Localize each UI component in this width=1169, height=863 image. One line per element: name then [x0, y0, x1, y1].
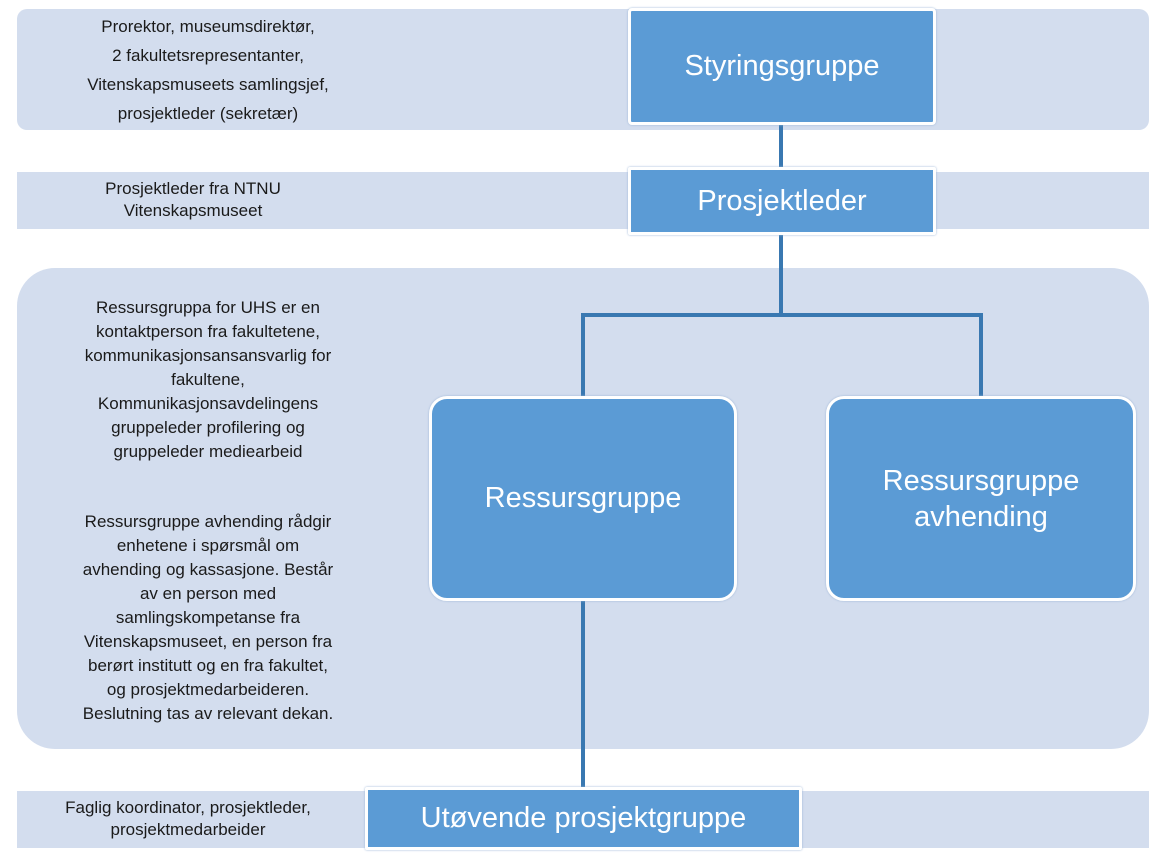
manager-description: Prosjektleder fra NTNU Vitenskapsmuseet — [105, 179, 281, 220]
steering-description: Prorektor, museumsdirektør, 2 fakultetsr… — [87, 17, 329, 123]
disposal-group-node[interactable]: Ressursgruppe avhending — [826, 396, 1136, 601]
executive-description: Faglig koordinator, prosjektleder, prosj… — [65, 798, 311, 839]
steering-group-node[interactable]: Styringsgruppe — [628, 8, 936, 125]
resource-group-label: Ressursgruppe — [484, 482, 682, 514]
connector-branch-resource — [581, 313, 585, 398]
manager-band — [17, 172, 1149, 229]
connector-branch-disposal — [979, 313, 983, 398]
connector-steering-manager — [779, 122, 783, 170]
connector-resource-executive — [581, 598, 585, 790]
executive-group-label: Utøvende prosjektgruppe — [420, 802, 747, 834]
steering-group-label: Styringsgruppe — [684, 50, 880, 82]
disposal-group-label: Ressursgruppe avhending — [882, 464, 1080, 533]
project-manager-label: Prosjektleder — [697, 184, 867, 217]
resource-disposal-description: Ressursgruppe avhending rådgir enhetene … — [82, 512, 334, 723]
resource-group-node[interactable]: Ressursgruppe — [429, 396, 737, 601]
resource-uhs-description: Ressursgruppa for UHS er en kontaktperso… — [84, 298, 332, 461]
steering-band — [17, 9, 1149, 130]
executive-group-node[interactable]: Utøvende prosjektgruppe — [365, 787, 802, 850]
project-manager-node[interactable]: Prosjektleder — [628, 167, 936, 235]
connector-manager-branch — [779, 232, 783, 316]
connector-branch-horizontal — [581, 313, 983, 317]
